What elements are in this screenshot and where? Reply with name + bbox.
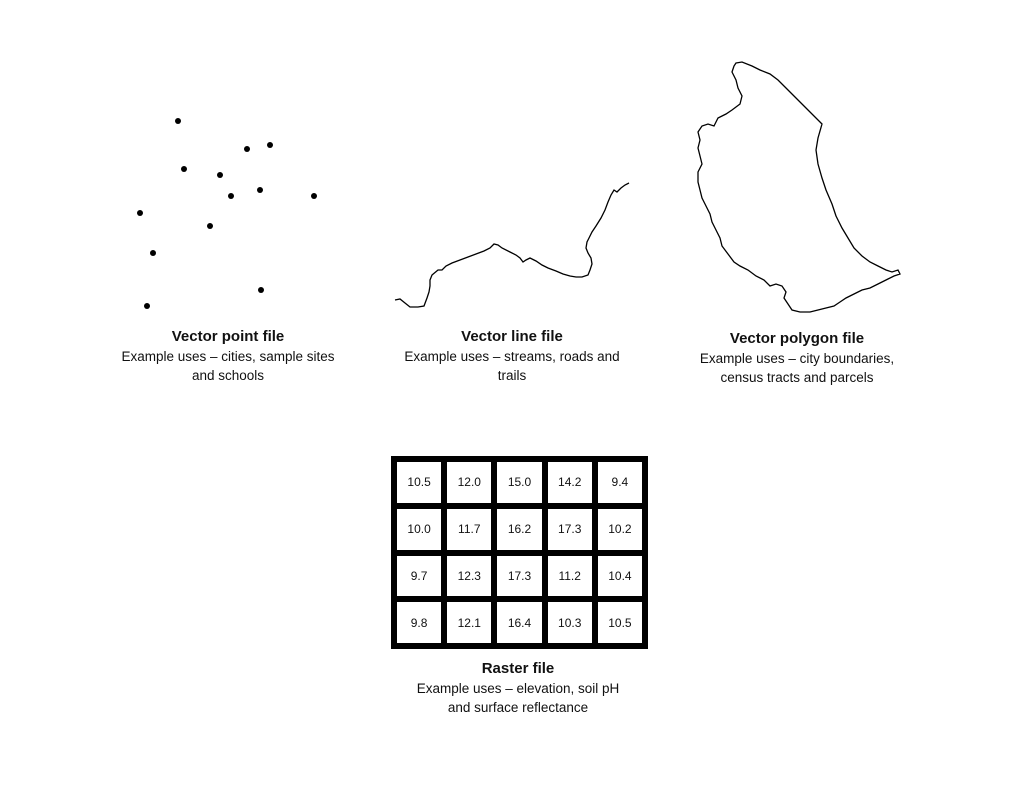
point-marker — [217, 172, 223, 178]
raster-cell: 15.0 — [496, 461, 543, 504]
vector-polygon-title: Vector polygon file — [729, 330, 865, 347]
raster-cell: 17.3 — [546, 507, 593, 551]
point-markers — [137, 118, 317, 309]
point-marker — [150, 250, 156, 256]
point-marker — [228, 193, 234, 199]
raster-desc-2: and surface reflectance — [447, 700, 589, 715]
raster-cell: 9.4 — [596, 461, 643, 504]
raster-cell: 12.3 — [446, 554, 493, 598]
point-marker — [244, 146, 250, 152]
point-marker — [311, 193, 317, 199]
point-marker — [137, 210, 143, 216]
vector-point-desc-2: and schools — [191, 368, 265, 383]
point-marker — [267, 142, 273, 148]
point-marker — [175, 118, 181, 124]
raster-cell: 11.7 — [446, 507, 493, 551]
vector-polygon-desc-2: census tracts and parcels — [720, 370, 874, 385]
boundary-polygon — [697, 61, 901, 313]
raster-caption: Raster file Example uses – elevation, so… — [388, 659, 648, 717]
raster-cell: 9.7 — [396, 554, 443, 598]
vector-line-title: Vector line file — [461, 328, 563, 345]
stream-line — [394, 182, 630, 308]
vector-polygon-caption: Vector polygon file Example uses – city … — [667, 329, 927, 387]
raster-cell: 10.5 — [396, 461, 443, 504]
point-marker — [144, 303, 150, 309]
vector-point-caption: Vector point file Example uses – cities,… — [98, 327, 358, 385]
raster-cell: 10.4 — [596, 554, 643, 598]
vector-point-desc-1: Example uses – cities, sample sites — [121, 349, 335, 364]
raster-cell: 17.3 — [496, 554, 543, 598]
raster-title: Raster file — [481, 660, 555, 677]
raster-cell: 10.3 — [546, 601, 593, 644]
vector-line-desc-1: Example uses – streams, roads and — [404, 349, 620, 364]
point-marker — [258, 287, 264, 293]
raster-cell: 16.4 — [496, 601, 543, 644]
raster-cell: 10.2 — [596, 507, 643, 551]
raster-cell: 12.0 — [446, 461, 493, 504]
vector-line-caption: Vector line file Example uses – streams,… — [382, 327, 642, 385]
point-marker — [257, 187, 263, 193]
raster-cell: 10.0 — [396, 507, 443, 551]
raster-cell: 11.2 — [546, 554, 593, 598]
vector-point-title: Vector point file — [171, 328, 285, 345]
raster-cell: 14.2 — [546, 461, 593, 504]
raster-cell: 16.2 — [496, 507, 543, 551]
raster-desc-1: Example uses – elevation, soil pH — [416, 681, 620, 696]
raster-cell: 12.1 — [446, 601, 493, 644]
vector-line-desc-2: trails — [497, 368, 527, 383]
raster-cell: 10.5 — [596, 601, 643, 644]
raster-cell: 9.8 — [396, 601, 443, 644]
vector-polygon-desc-1: Example uses – city boundaries, — [699, 351, 895, 366]
point-marker — [181, 166, 187, 172]
point-marker — [207, 223, 213, 229]
